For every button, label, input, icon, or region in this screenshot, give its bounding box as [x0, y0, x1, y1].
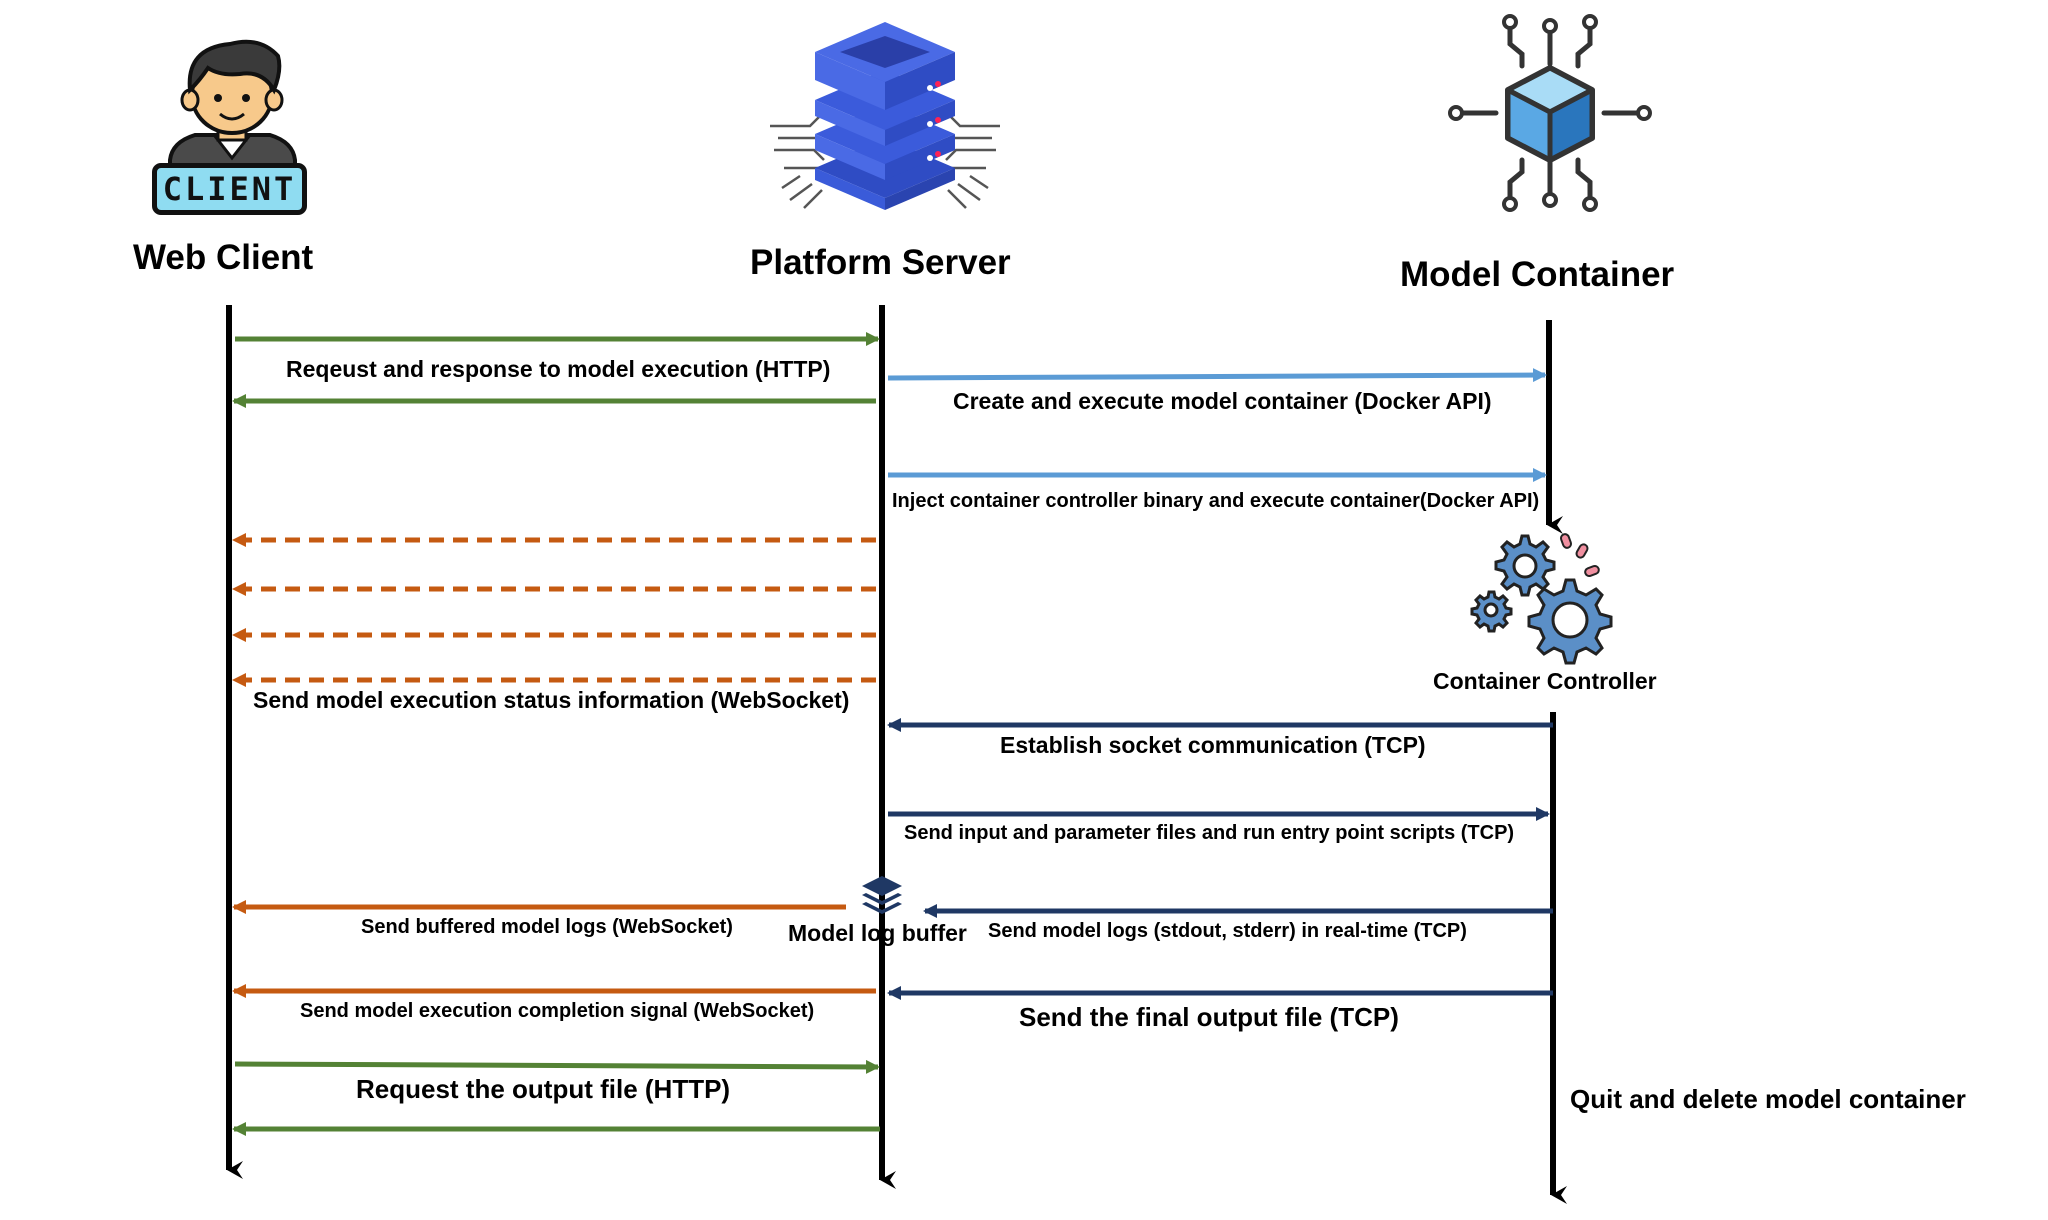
label-inject-binary: Inject container controller binary and e… — [892, 490, 1540, 512]
label-http-request-response: Reqeust and response to model execution … — [286, 356, 831, 382]
arrow-create-container — [887, 368, 1547, 383]
container-controller-gears-icon — [1470, 533, 1613, 665]
actor-model-container-label: Model Container — [1400, 255, 1675, 294]
label-final-output: Send the final output file (TCP) — [1019, 1002, 1399, 1032]
label-model-log-buffer: Model log buffer — [788, 920, 967, 946]
label-request-output: Request the output file (HTTP) — [356, 1074, 731, 1104]
label-establish-socket: Establish socket communication (TCP) — [1000, 732, 1426, 758]
client-badge-text: CLIENT — [162, 170, 297, 208]
actor-platform-server-label: Platform Server — [750, 243, 1011, 282]
arrow-request-output — [234, 1059, 880, 1074]
model-container-chip-icon — [1448, 14, 1652, 212]
label-quit-delete: Quit and delete model container — [1570, 1084, 1966, 1114]
server-stack-icon — [770, 22, 1000, 210]
layers-icon — [862, 876, 902, 914]
label-send-inputs: Send input and parameter files and run e… — [904, 822, 1515, 844]
actor-web-client-label: Web Client — [133, 238, 314, 277]
client-badge: CLIENT — [152, 163, 307, 215]
label-completion-signal: Send model execution completion signal (… — [300, 1000, 815, 1022]
label-send-status: Send model execution status information … — [253, 687, 850, 713]
label-send-logs-realtime: Send model logs (stdout, stderr) in real… — [988, 920, 1467, 942]
label-send-buffered-logs: Send buffered model logs (WebSocket) — [361, 916, 733, 938]
label-create-container: Create and execute model container (Dock… — [953, 388, 1492, 414]
label-container-controller: Container Controller — [1433, 668, 1657, 694]
